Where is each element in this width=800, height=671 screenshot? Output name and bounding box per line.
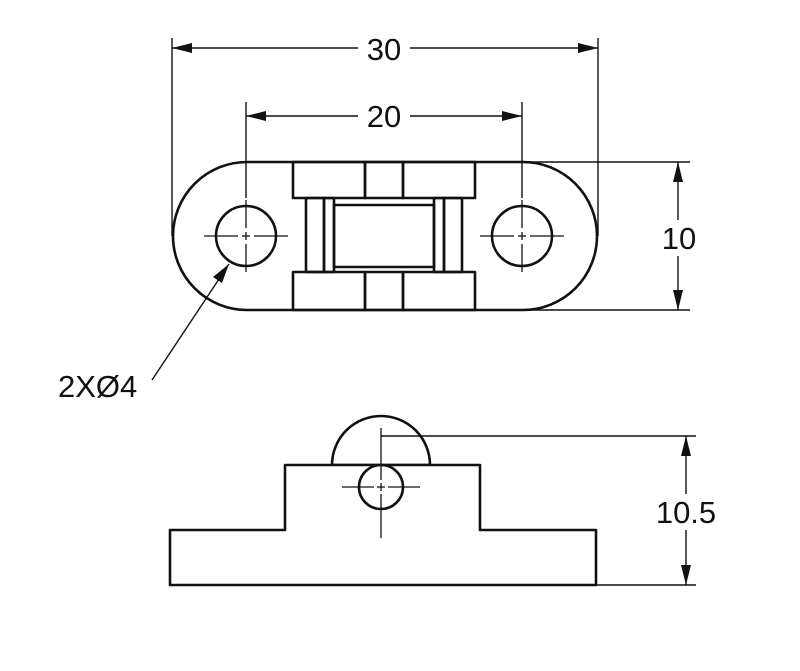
dimension-10-5-label: 10.5	[656, 495, 716, 530]
front-view-outline	[168, 463, 598, 587]
hole-callout-label: 2XØ4	[58, 369, 137, 404]
dimension-30-label: 30	[367, 32, 401, 67]
dimension-20: 20	[245, 98, 523, 198]
dimension-20-label: 20	[367, 99, 401, 134]
dimension-10: 10	[523, 161, 702, 311]
dimension-10-label: 10	[662, 221, 696, 256]
dimension-10-5: 10.5	[381, 435, 720, 586]
hole-callout: 2XØ4	[58, 263, 230, 404]
hole-center-marks	[204, 200, 564, 272]
front-view	[168, 414, 598, 587]
rail-right-outer	[442, 196, 464, 274]
center-roller	[332, 203, 436, 269]
top-view	[171, 160, 599, 312]
dimension-30: 30	[171, 30, 599, 236]
